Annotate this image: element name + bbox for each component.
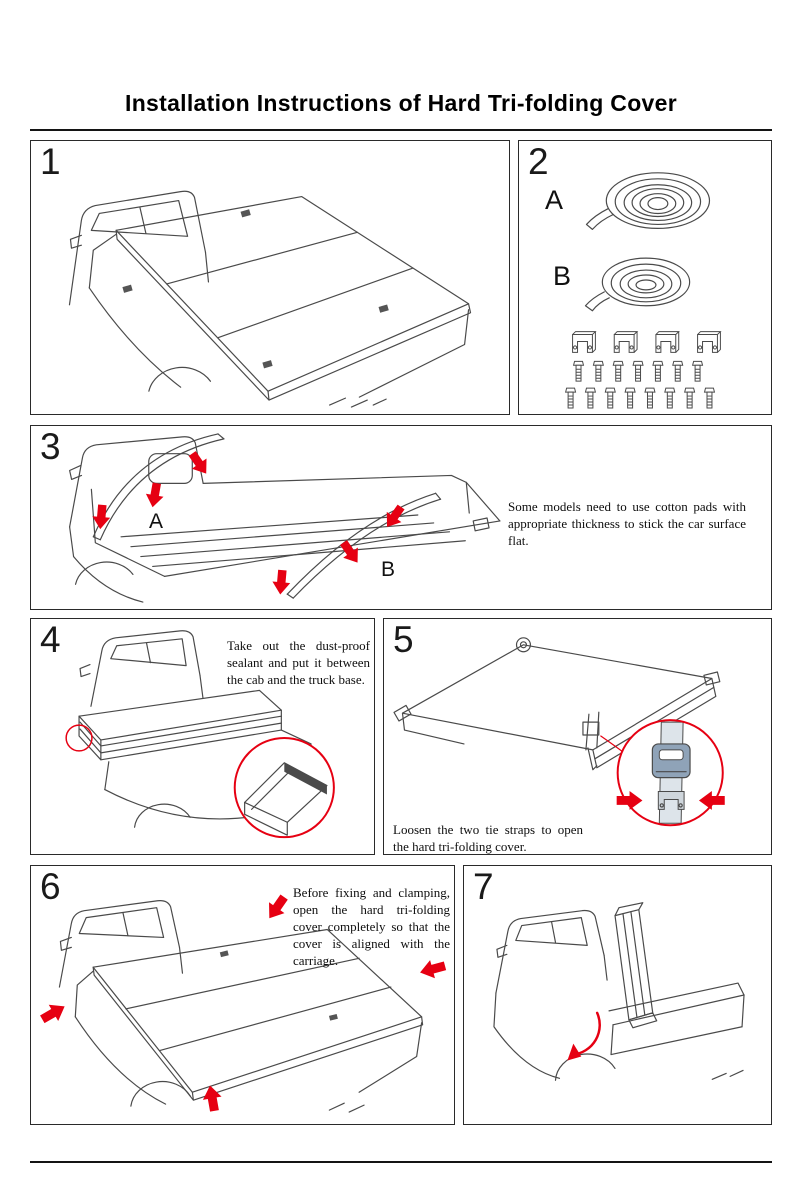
step-3-note: Some models need to use cotton pads with… xyxy=(508,499,746,548)
cover-opened-illustration xyxy=(37,891,448,1113)
seal-coil-b-icon xyxy=(584,257,691,312)
truck-cover-installed-illustration xyxy=(68,190,472,408)
title-divider xyxy=(30,129,772,131)
zoom-circle-icon xyxy=(616,719,724,827)
panel-step-5: 5 Loosen the two tie straps to open the … xyxy=(383,618,772,855)
red-arrow-icon xyxy=(271,569,292,596)
part-b-label: B xyxy=(553,261,572,291)
panel-step-4: 4 Take out the dust-proof sealant and pu… xyxy=(30,618,375,855)
step-number-6: 6 xyxy=(40,866,61,907)
seal-strip-b xyxy=(286,492,442,599)
step-6-note: Before fixing and clamping, open the har… xyxy=(293,885,450,968)
footer-divider xyxy=(30,1161,772,1163)
step-number-4: 4 xyxy=(40,619,61,660)
seal-b-label: B xyxy=(381,558,396,581)
buckle-zoom-detail xyxy=(616,719,725,827)
red-arrow-icon xyxy=(37,998,70,1028)
strap-buckle-marks xyxy=(219,950,338,1021)
tie-strap xyxy=(582,711,600,771)
seal-a-label: A xyxy=(149,510,164,533)
parts-illustration xyxy=(565,172,721,409)
curved-arrow-icon xyxy=(567,1011,601,1061)
strap-buckle-marks xyxy=(122,209,389,369)
tie-strap-illustration xyxy=(393,637,725,827)
panel-step-7: 7 xyxy=(463,865,772,1125)
panel-step-6: 6 Before fixing and clamping, open the h… xyxy=(30,865,455,1125)
red-arrow-icon xyxy=(184,448,214,479)
red-arrow-icon xyxy=(261,891,292,924)
step-4-note: Take out the dust-proof sealant and put … xyxy=(227,638,370,687)
step-5-note: Loosen the two tie straps to open the ha… xyxy=(393,822,583,854)
seal-strip-a xyxy=(92,433,225,541)
page-title: Installation Instructions of Hard Tri-fo… xyxy=(125,90,677,116)
red-arrow-icon xyxy=(336,537,365,568)
panel-step-1: 1 xyxy=(30,140,510,415)
part-a-label: A xyxy=(545,185,564,215)
zoom-circle-icon xyxy=(233,736,335,839)
bolts-row-2 xyxy=(565,387,715,409)
step-number-3: 3 xyxy=(40,426,61,467)
step-number-1: 1 xyxy=(40,141,61,182)
sealant-zoom-detail xyxy=(233,736,335,839)
clamp-brackets xyxy=(572,331,721,353)
red-arrow-icon xyxy=(143,481,166,509)
cover-upright-illustration xyxy=(493,902,745,1081)
highlight-circle-icon xyxy=(65,724,93,752)
step-number-5: 5 xyxy=(393,619,414,660)
panel-step-2: 2 A B xyxy=(518,140,772,415)
step-number-2: 2 xyxy=(528,141,549,182)
step-number-7: 7 xyxy=(473,866,494,907)
folded-cover-stack xyxy=(78,689,282,761)
panel-step-3: 3 A B Some models need to use cotton pad… xyxy=(30,425,772,610)
seal-coil-a-icon xyxy=(585,172,711,230)
truck-bed-seal-illustration xyxy=(69,433,501,603)
bolts-row-1 xyxy=(573,360,704,382)
folded-cover-illustration xyxy=(65,630,335,839)
upright-folded-cover xyxy=(614,902,658,1029)
